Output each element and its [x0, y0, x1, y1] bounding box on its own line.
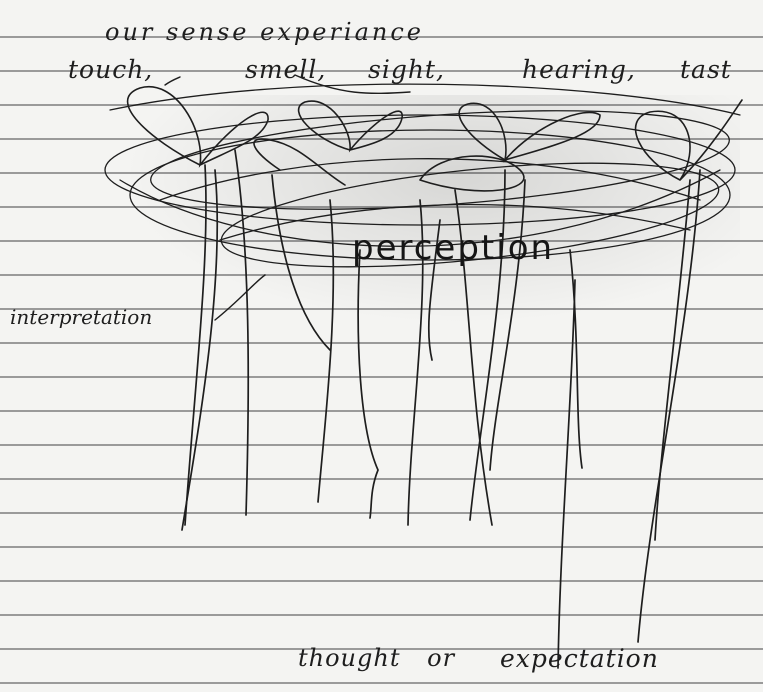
bottom-caption: thought or [298, 644, 455, 672]
expectation-label: expectation [500, 644, 659, 673]
sense-touch: touch, [68, 55, 153, 84]
or-label: or [427, 644, 455, 672]
sense-sight: sight, [368, 55, 445, 84]
loop-3 [459, 103, 600, 160]
sense-experience-title: our sense experiance [105, 18, 424, 46]
pointer-lines [165, 75, 410, 320]
interpretation-label: interpretation [10, 305, 152, 329]
loop-5 [254, 139, 345, 185]
sense-taste: tast [680, 55, 732, 84]
perception-label: perception [352, 228, 554, 268]
sense-loops [128, 87, 742, 191]
loop-2 [299, 101, 403, 150]
sense-smell: smell, [245, 55, 326, 84]
thought-label: thought [298, 644, 400, 672]
sense-hearing: hearing, [522, 55, 636, 84]
